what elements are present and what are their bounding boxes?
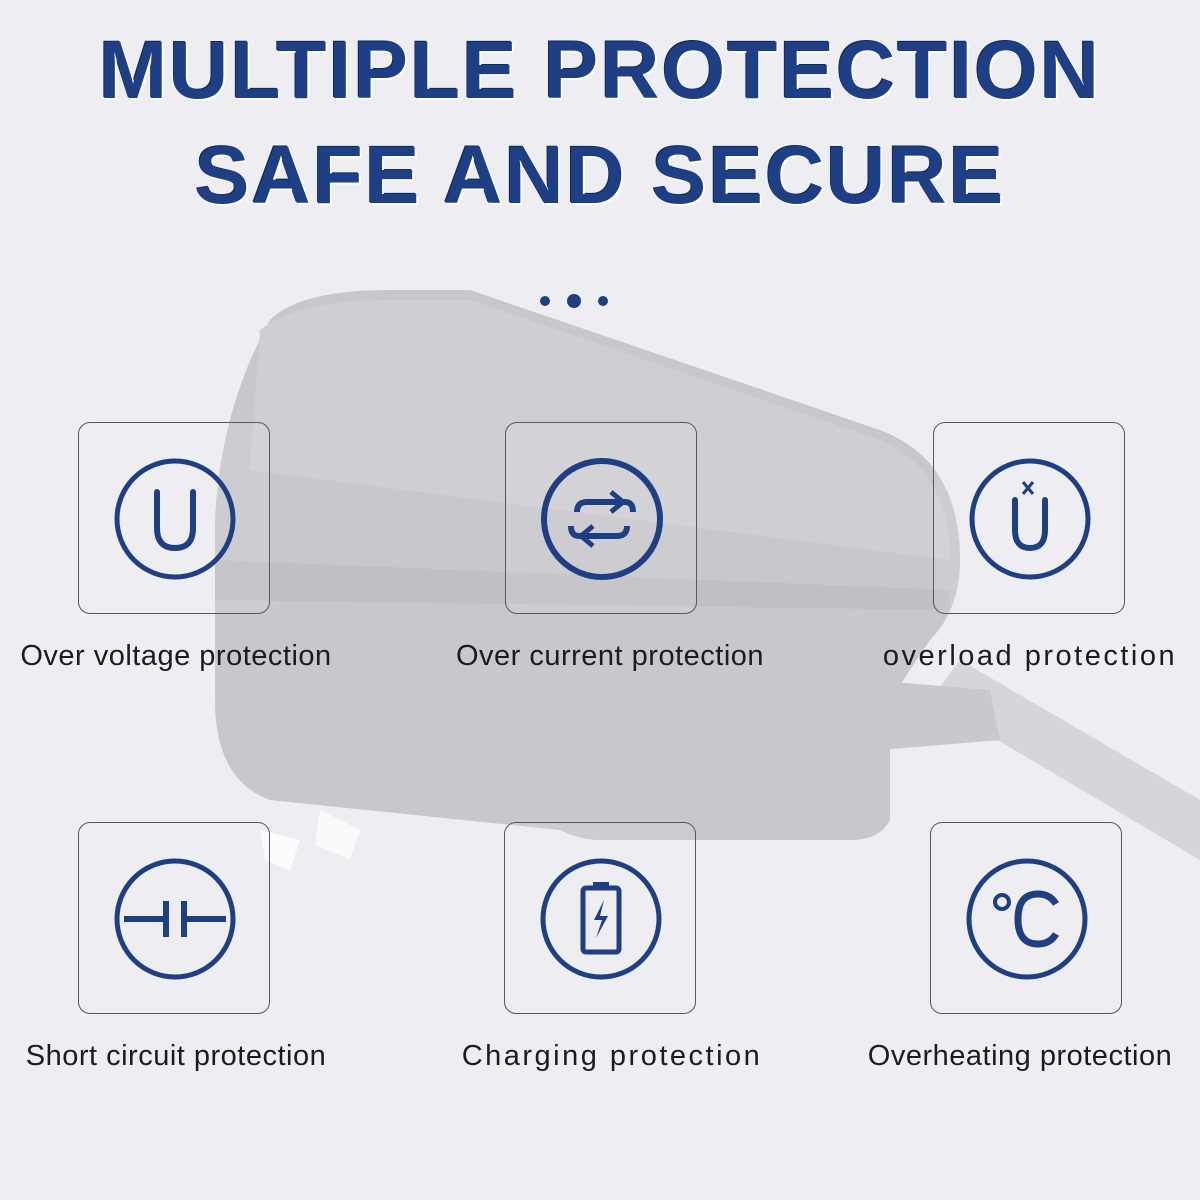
- short-circuit-label: Short circuit protection: [25, 1040, 327, 1072]
- over-current-card: [505, 422, 697, 614]
- decorative-dots: [540, 294, 612, 308]
- overheating-label: Overheating protection: [867, 1040, 1173, 1072]
- overload-label: overload protection: [882, 640, 1178, 672]
- charging-card: [504, 822, 696, 1014]
- headline-line-1: MULTIPLE PROTECTION: [98, 25, 1102, 116]
- battery-charging-icon: [540, 858, 662, 980]
- overheating-card: [930, 822, 1122, 1014]
- over-voltage-label: Over voltage protection: [20, 640, 332, 672]
- headline-line-2: SAFE AND SECURE: [194, 130, 1006, 221]
- charging-label: Charging protection: [461, 1040, 763, 1072]
- over-voltage-card: [78, 422, 270, 614]
- current-cycle-icon: [541, 458, 663, 580]
- overload-u-icon: [969, 458, 1091, 580]
- overload-card: [933, 422, 1125, 614]
- short-circuit-card: [78, 822, 270, 1014]
- voltage-u-icon: [114, 458, 236, 580]
- capacitor-icon: [114, 858, 236, 980]
- over-current-label: Over current protection: [455, 640, 765, 672]
- celsius-icon: [966, 858, 1088, 980]
